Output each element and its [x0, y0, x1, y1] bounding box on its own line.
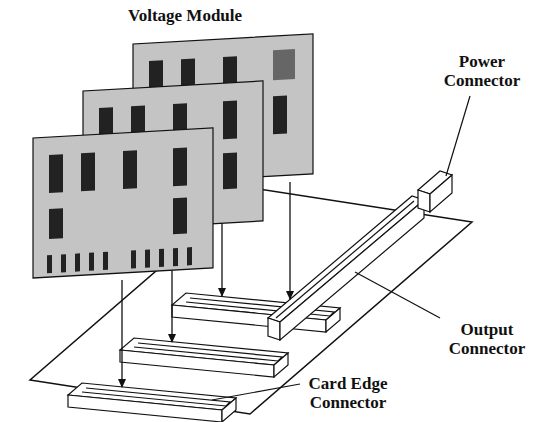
output-connector	[268, 196, 424, 340]
leader-line	[446, 96, 470, 176]
part-label: Power Connector	[430, 52, 534, 90]
insert-arrow	[289, 182, 290, 299]
voltage-module-card	[33, 128, 213, 278]
part-label: Output Connector	[439, 320, 535, 358]
leader-line	[212, 384, 300, 400]
leader-line	[355, 272, 440, 318]
insert-arrow	[121, 280, 122, 387]
power-connector	[418, 171, 452, 212]
part-label: Voltage Module	[120, 6, 250, 25]
part-label: Card Edge Connector	[298, 374, 398, 412]
card-edge-slot	[68, 383, 236, 422]
card-edge-slot	[120, 338, 288, 377]
